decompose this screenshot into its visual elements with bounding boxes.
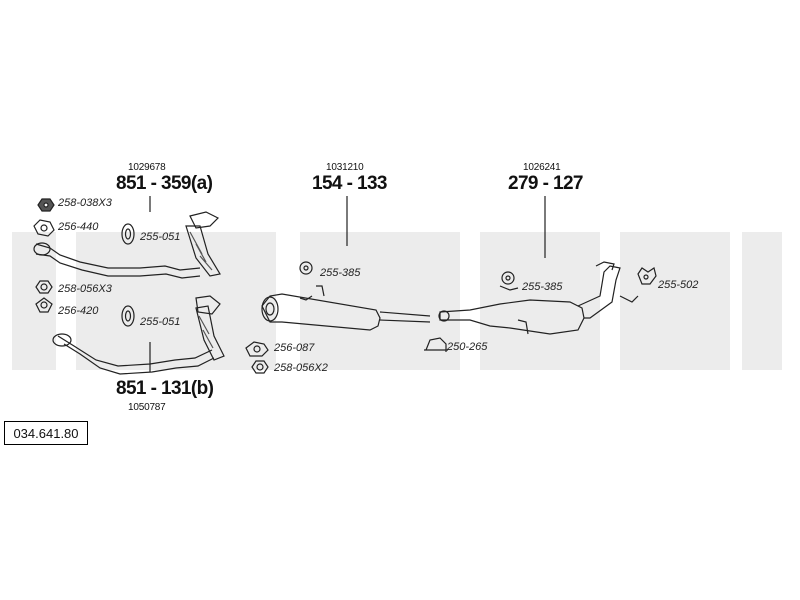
front-pipe-a [33, 211, 221, 279]
part-label-258-056X2: 258-056X2 [274, 362, 328, 374]
middle-silencer [261, 285, 431, 331]
gasket-icon-255-051-a [121, 223, 135, 245]
part-number-middle: 154 - 133 [312, 173, 387, 194]
front-pipe-b [52, 295, 225, 375]
hanger-icon-255-502 [637, 267, 657, 285]
article-number-a: 1029678 [128, 162, 166, 173]
gasket-icon-256-420 [35, 297, 53, 313]
gasket-icon-256-087 [245, 341, 269, 357]
nut-icon-258-038X3 [37, 198, 55, 212]
part-label-256-440: 256-440 [58, 221, 99, 233]
nut-icon-258-056X3 [35, 280, 53, 294]
part-label-255-502: 255-502 [658, 279, 699, 291]
gasket-icon-256-440 [33, 219, 55, 237]
clamp-icon-250-265 [424, 337, 448, 352]
part-label-255-051-a: 255-051 [140, 231, 181, 243]
gasket-icon-255-051-b [121, 305, 135, 327]
part-label-256-087: 256-087 [274, 342, 315, 354]
part-number-b: 851 - 131(b) [116, 378, 214, 399]
reference-number: 034.641.80 [13, 425, 79, 441]
nut-icon-258-056X2 [251, 360, 269, 374]
article-number-middle: 1031210 [326, 162, 364, 173]
hanger-icon-255-385-b [501, 271, 515, 285]
reference-number-box: 034.641.80 [4, 421, 88, 445]
part-label-255-385-a: 255-385 [320, 267, 361, 279]
part-number-rear: 279 - 127 [508, 173, 583, 194]
article-number-rear: 1026241 [523, 162, 561, 173]
part-label-255-051-b: 255-051 [140, 316, 181, 328]
part-label-258-038X3: 258-038X3 [58, 197, 112, 209]
part-label-256-420: 256-420 [58, 305, 99, 317]
hanger-icon-255-385-a [299, 261, 313, 275]
part-label-255-385-b: 255-385 [522, 281, 563, 293]
part-label-250-265: 250-265 [447, 341, 488, 353]
part-number-a: 851 - 359(a) [116, 173, 213, 194]
rear-silencer [438, 261, 639, 335]
part-label-258-056X3: 258-056X3 [58, 283, 112, 295]
article-number-b: 1050787 [128, 402, 166, 413]
